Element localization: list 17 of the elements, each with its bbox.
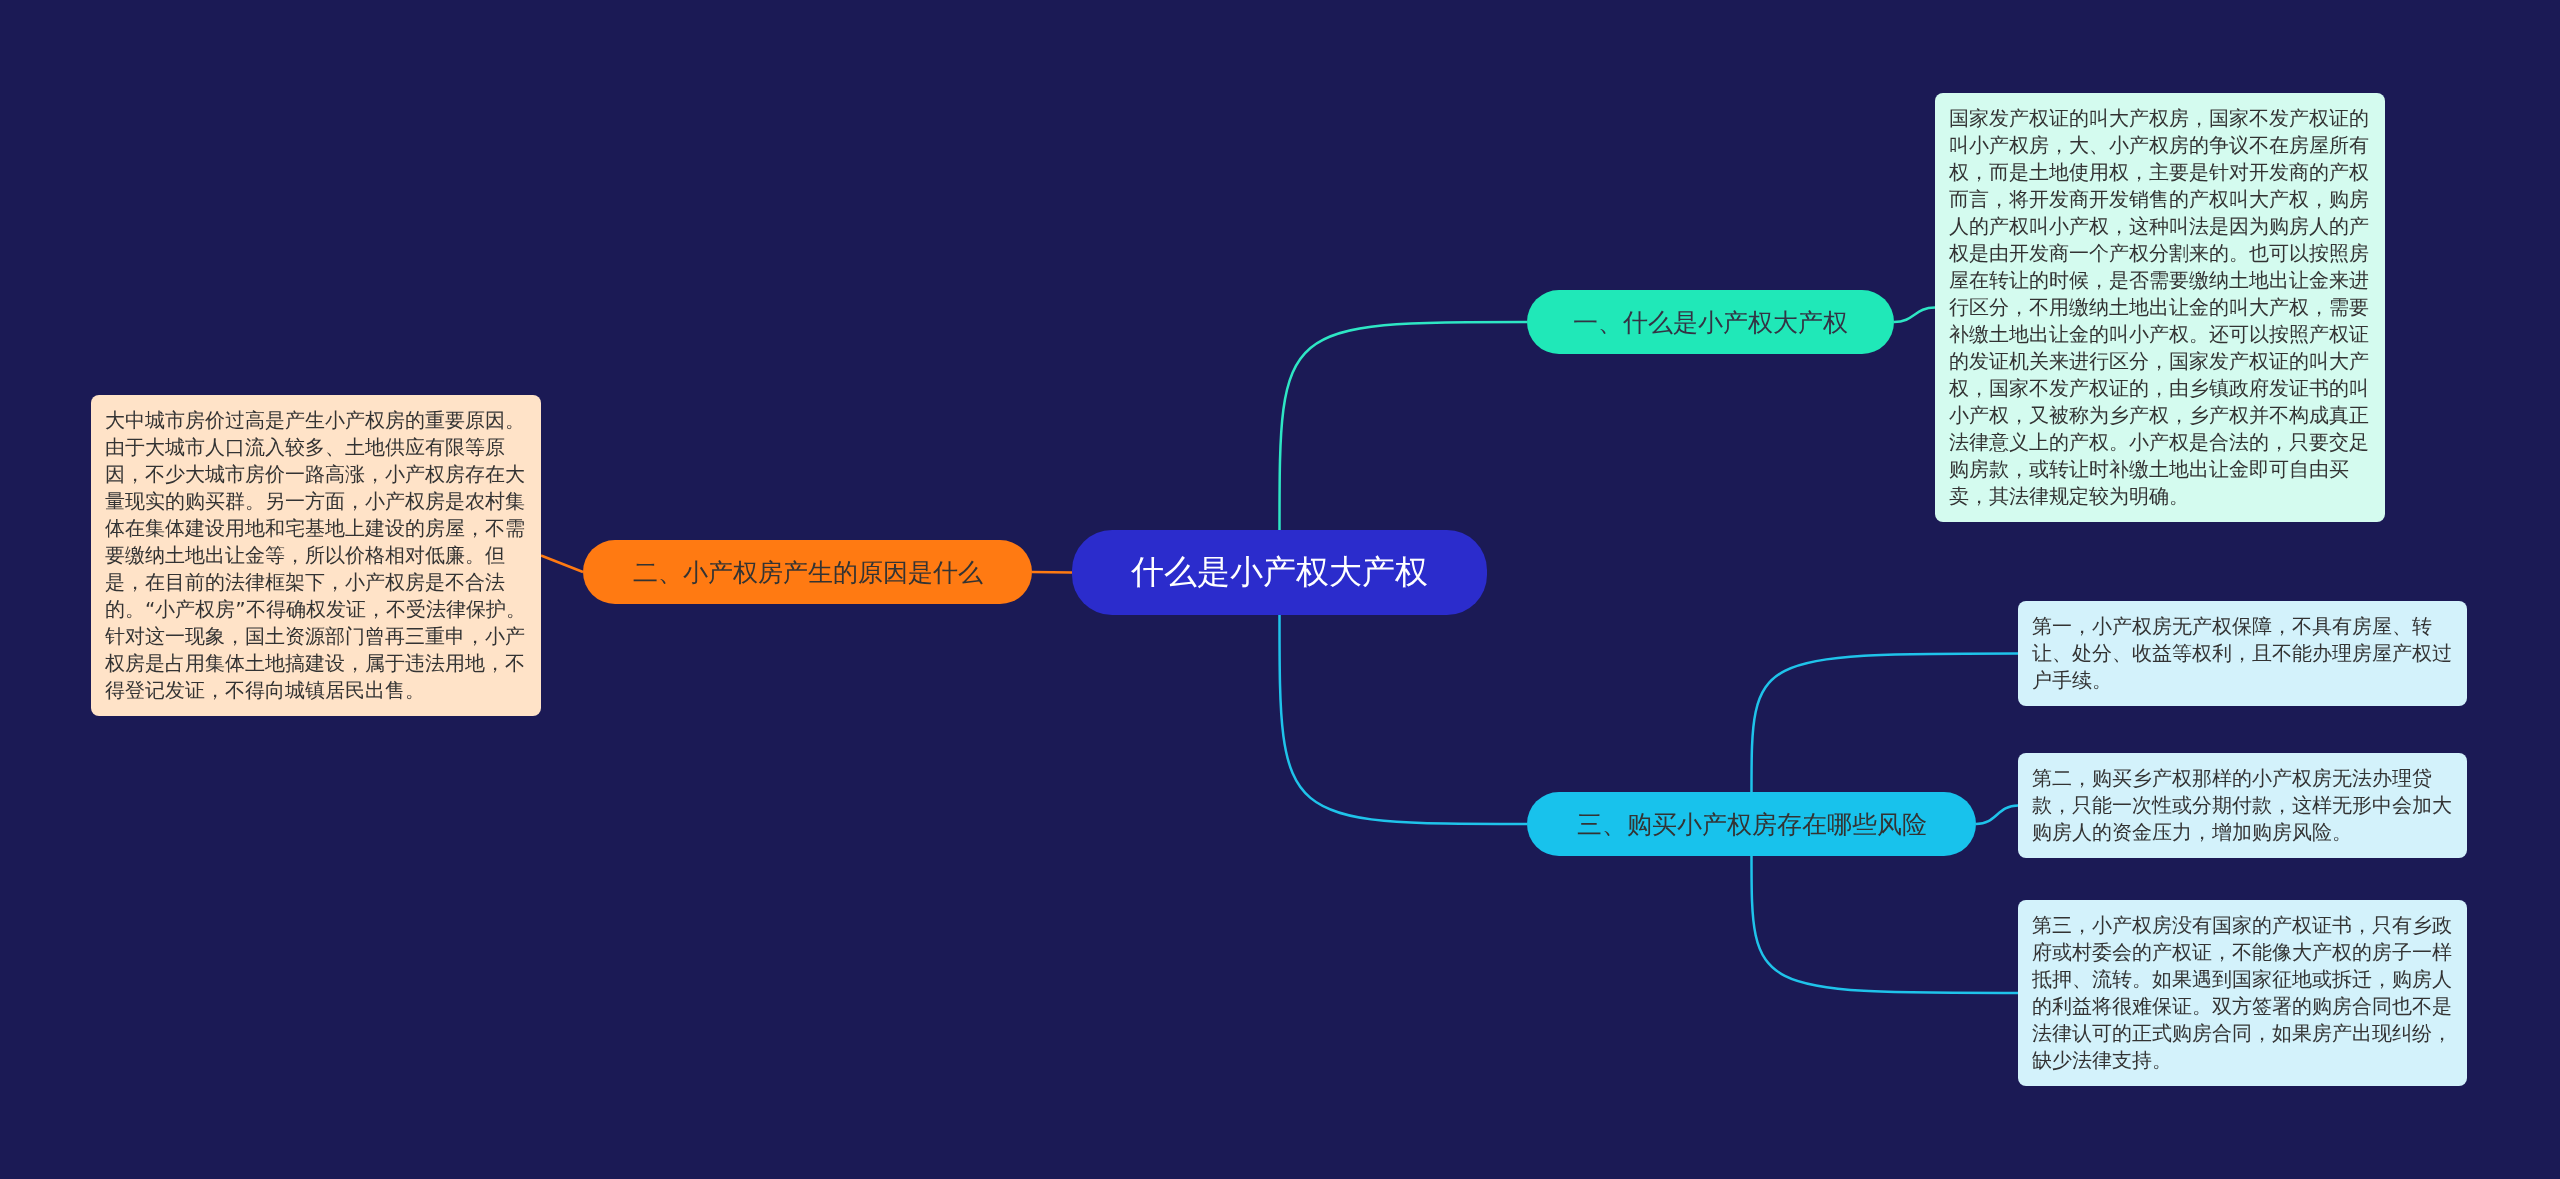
connector-line: [540, 554, 584, 574]
branch-topic: 三、购买小产权房存在哪些风险: [1527, 792, 1976, 856]
text-card: 第三，小产权房没有国家的产权证书，只有乡政府或村委会的产权证，不能像大产权的房子一样抵押、流转。如果遇到国家征地或拆迁，购房人的利益将很难保证。双方签署的购房合同也不是法律认可的正式购房合同，如果房产出现纠纷，缺少法律支持。: [2018, 900, 2467, 1086]
branch-topic: 一、什么是小产权大产权: [1527, 290, 1894, 354]
text-card: 第一，小产权房无产权保障，不具有房屋、转让、处分、收益等权利，且不能办理房屋产权过户手续。: [2018, 601, 2467, 706]
root-topic: 什么是小产权大产权: [1072, 530, 1487, 615]
connector-line: [1278, 320, 1527, 530]
branch-topic: 二、小产权房产生的原因是什么: [583, 540, 1032, 604]
text-card: 第二，购买乡产权那样的小产权房无法办理贷款，只能一次性或分期付款，这样无形中会加大购房人的资金压力，增加购房风险。: [2018, 753, 2467, 858]
connector-line: [1750, 652, 2018, 792]
text-card: 国家发产权证的叫大产权房，国家不发产权证的叫小产权房，大、小产权房的争议不在房屋所有权，而是土地使用权，主要是针对开发商的产权而言，将开发商开发销售的产权叫大产权，购房人的产权叫小产权，这种叫法是因为购房人的产权是由开发商一个产权分割来的。也可以按照房屋在转让的时候，是否需要缴纳土地出让金来进行区分，不用缴纳土地出让金的叫大产权，需要补缴土地出让金的叫小产权。还可以按照产权证的发证机关来进行区分，国家发产权证的叫大产权，国家不发产权证的，由乡镇政府发证书的叫小产权，又被称为乡产权，乡产权并不构成真正法律意义上的产权。小产权是合法的，只要交足购房款，或转让时补缴土地出让金即可自由买卖，其法律规定较为明确。: [1935, 93, 2385, 522]
connector-line: [1750, 856, 2018, 995]
connector-line: [1975, 804, 2019, 826]
connector-line: [1893, 306, 1936, 324]
connector-line: [1032, 570, 1072, 574]
text-card: 大中城市房价过高是产生小产权房的重要原因。由于大城市人口流入较多、土地供应有限等原因，不少大城市房价一路高涨，小产权房存在大量现实的购买群。另一方面，小产权房是农村集体在集体建设用地和宅基地上建设的房屋，不需要缴纳土地出让金等，所以价格相对低廉。但是，在目前的法律框架下，小产权房是不合法的。“小产权房”不得确权发证，不受法律保护。针对这一现象，国土资源部门曾再三重申，小产权房是占用集体土地搞建设，属于违法用地，不得登记发证，不得向城镇居民出售。: [91, 395, 541, 716]
connector-line: [1278, 615, 1527, 826]
